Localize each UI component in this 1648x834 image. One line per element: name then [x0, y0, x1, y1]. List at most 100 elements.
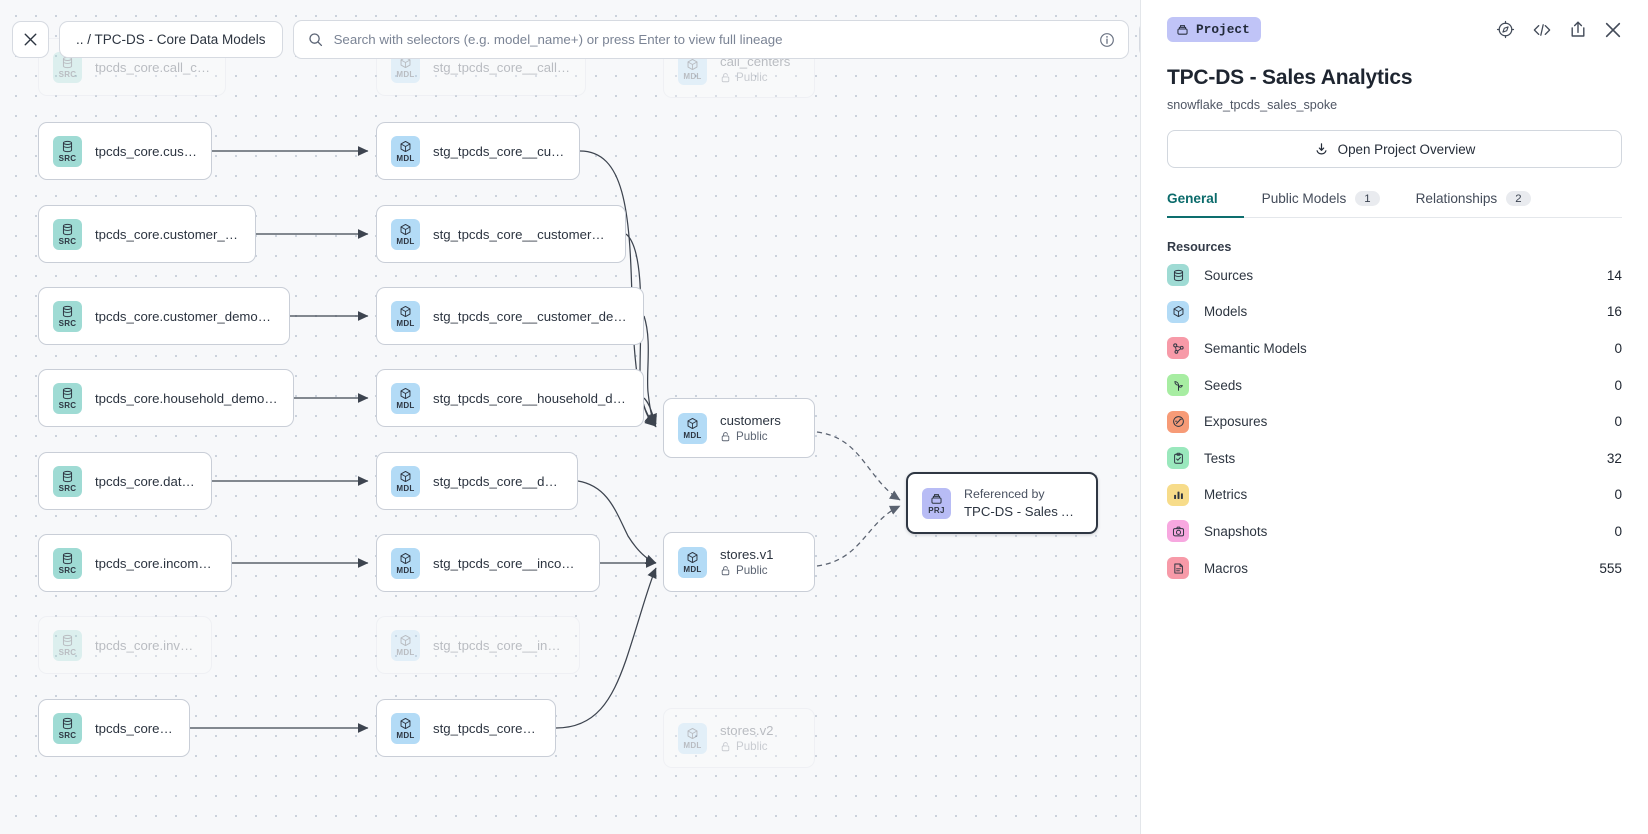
node-type-text: MDL [396, 154, 415, 163]
node-type-text: MDL [396, 401, 415, 410]
node-body: stg_tpcds_core__customer_demogra… [433, 309, 629, 324]
cube-icon [400, 56, 411, 69]
info-icon[interactable] [1099, 32, 1115, 48]
node-type-badge-mdl: MDL [678, 546, 707, 578]
cube-icon [400, 470, 411, 483]
graph-node-mdl_cust_addr[interactable]: MDL stg_tpcds_core__customer_address [376, 205, 626, 263]
resource-icon-wrap [1167, 300, 1189, 323]
camera-icon [1172, 526, 1184, 537]
open-project-overview-button[interactable]: Open Project Overview [1167, 130, 1622, 168]
refresh-button[interactable] [1138, 21, 1140, 58]
download-overview-icon [1316, 142, 1327, 154]
database-icon [62, 552, 73, 565]
resource-label: Macros [1204, 560, 1248, 576]
lock-icon [721, 742, 730, 752]
database-icon [62, 470, 73, 483]
search-input[interactable] [333, 32, 1088, 47]
graph-node-src_hh_demo[interactable]: SRC tpcds_core.household_demographics [38, 369, 294, 427]
graph-node-mdl_cust_demo[interactable]: MDLstg_tpcds_core__customer_demogra… [376, 287, 644, 345]
database-icon [62, 305, 73, 318]
node-body: stg_tpcds_core__income_band [433, 556, 585, 571]
node-access-label: Public [736, 564, 768, 577]
node-type-badge-src: SRC [53, 135, 82, 167]
code-icon[interactable] [1532, 22, 1552, 38]
project-icon [1177, 25, 1188, 35]
resource-label: Tests [1204, 450, 1236, 466]
graph-nodes-icon [1172, 343, 1184, 354]
node-label: tpcds_core.store [95, 720, 175, 736]
resource-icon-wrap [1167, 337, 1189, 360]
node-label: stg_tpcds_core__store [433, 720, 541, 736]
resource-label: Seeds [1204, 377, 1242, 393]
explore-icon[interactable] [1496, 20, 1515, 39]
share-icon[interactable] [1569, 20, 1587, 39]
close-panel-icon[interactable] [1604, 21, 1622, 39]
tab-count-badge: 2 [1506, 191, 1531, 206]
node-type-badge-src: SRC [53, 218, 82, 250]
node-label: stg_tpcds_core__customer_demogra… [433, 308, 629, 324]
close-graph-button[interactable] [12, 21, 49, 58]
resource-label: Models [1204, 304, 1248, 320]
node-type-text: SRC [58, 237, 77, 246]
tab-general[interactable]: General [1167, 191, 1244, 218]
node-type-text: MDL [396, 237, 415, 246]
node-type-text: SRC [58, 70, 77, 79]
breadcrumb-label: .. / TPC-DS - Core Data Models [76, 32, 266, 47]
resource-kind-label: Project [1196, 22, 1250, 37]
resource-icon-wrap [1167, 264, 1189, 287]
cube-icon [1173, 306, 1183, 318]
node-label: stg_tpcds_core__inventory [433, 637, 565, 653]
database-icon [62, 387, 73, 400]
node-type-text: SRC [58, 401, 77, 410]
node-body: stg_tpcds_core__store [433, 721, 541, 736]
node-type-text: MDL [396, 70, 415, 79]
cube-icon [400, 552, 411, 565]
resource-icon-wrap [1167, 557, 1189, 580]
resource-value: 0 [1614, 523, 1622, 539]
search-box[interactable] [292, 20, 1129, 59]
node-label: tpcds_core.date_dim [95, 473, 197, 489]
cube-icon [400, 717, 411, 730]
node-body: tpcds_core.customer_demographics [95, 309, 275, 324]
node-type-text: MDL [683, 565, 702, 574]
node-label: stg_tpcds_core__customer_address [433, 226, 611, 242]
graph-node-mdl_hh_demo[interactable]: MDLstg_tpcds_core__household_demogr… [376, 369, 644, 427]
lineage-canvas[interactable]: .. / TPC-DS - Core Data Models [0, 0, 1140, 834]
panel-header: Project [1167, 0, 1622, 44]
node-body: tpcds_core.household_demographics [95, 391, 279, 406]
bar-chart-icon [1173, 491, 1183, 500]
node-label: tpcds_core.call_center [95, 59, 211, 75]
resource-icon-wrap [1167, 520, 1189, 543]
breadcrumb[interactable]: .. / TPC-DS - Core Data Models [59, 21, 283, 58]
node-label: tpcds_core.customer_demographics [95, 308, 275, 324]
node-body: stg_tpcds_core__inventory [433, 638, 565, 653]
node-label: tpcds_core.inventory [95, 637, 197, 653]
